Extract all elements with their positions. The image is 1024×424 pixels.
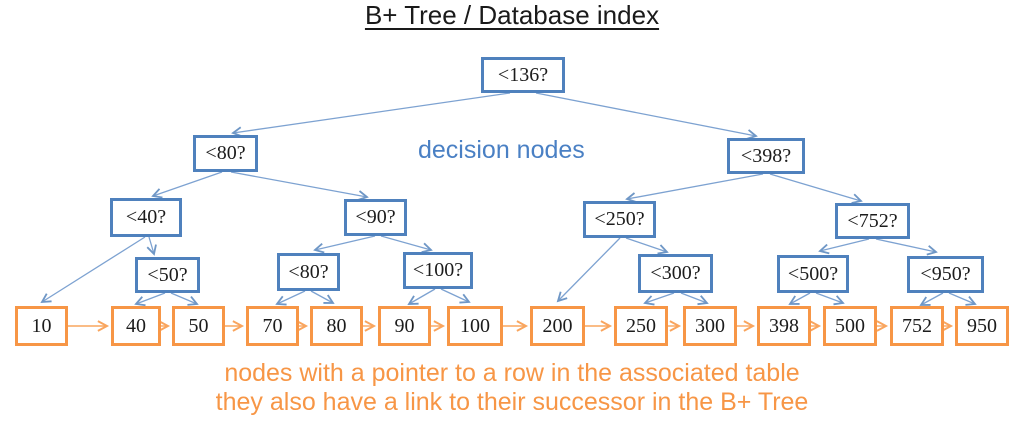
decision-node-80b: <80? — [277, 253, 340, 291]
leaf-node-80: 80 — [310, 306, 363, 346]
leaf-node-10: 10 — [15, 306, 68, 346]
leaf-node-90: 90 — [378, 306, 431, 346]
tree-edges — [40, 92, 977, 307]
decision-node-40: <40? — [110, 198, 182, 237]
leaf-node-40: 40 — [111, 306, 161, 346]
leaf-node-200: 200 — [530, 306, 585, 346]
leaf-node-398: 398 — [757, 306, 811, 346]
decision-node-250: <250? — [583, 201, 656, 238]
decision-node-50: <50? — [135, 257, 200, 293]
leaf-node-70: 70 — [246, 306, 299, 346]
decision-node-90: <90? — [344, 199, 407, 236]
decision-nodes-annotation: decision nodes — [418, 136, 585, 164]
decision-node-398: <398? — [727, 138, 805, 174]
caption-line-1: nodes with a pointer to a row in the ass… — [224, 359, 800, 387]
leaf-node-752: 752 — [890, 306, 944, 346]
caption-line-2: they also have a link to their successor… — [215, 388, 809, 416]
decision-node-136: <136? — [481, 57, 565, 93]
leaf-nodes-caption: nodes with a pointer to a row in the ass… — [0, 359, 1024, 417]
leaf-node-950: 950 — [955, 306, 1009, 346]
decision-node-300: <300? — [638, 254, 713, 293]
decision-node-500: <500? — [777, 255, 849, 293]
decision-node-80: <80? — [193, 135, 258, 172]
decision-node-100: <100? — [403, 252, 473, 289]
leaf-node-300: 300 — [683, 306, 737, 346]
leaf-node-500: 500 — [823, 306, 877, 346]
leaf-node-100: 100 — [447, 306, 503, 346]
decision-node-752: <752? — [835, 203, 910, 239]
page-title: B+ Tree / Database index — [364, 0, 660, 30]
leaf-node-250: 250 — [614, 306, 668, 346]
decision-node-950: <950? — [907, 256, 984, 293]
leaf-node-50: 50 — [172, 306, 225, 346]
